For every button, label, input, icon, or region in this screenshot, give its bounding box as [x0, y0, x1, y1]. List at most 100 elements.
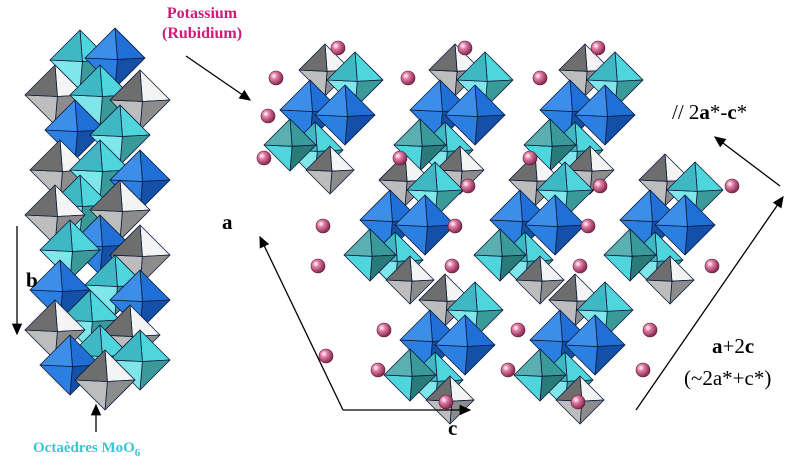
potassium-atom: [376, 322, 392, 338]
octahedron-face: [343, 228, 373, 257]
octahedra-layer-projection: [263, 43, 724, 425]
potassium-atom: [522, 150, 538, 166]
axis-b-label: b: [26, 268, 38, 292]
octahedron-face: [109, 149, 143, 182]
octahedron-face: [84, 27, 118, 60]
octahedron-face: [564, 314, 598, 347]
potassium-atom: [704, 258, 720, 274]
octahedra-label-subscript: 6: [134, 447, 141, 459]
potassium-atom: [460, 178, 476, 194]
octahedron-face: [109, 269, 143, 302]
potassium-atom: [268, 70, 284, 86]
octahedron-face: [89, 104, 123, 137]
octahedron-face: [515, 279, 543, 305]
reciprocal-direction-arrow: [713, 136, 781, 187]
octahedron-face: [99, 304, 133, 337]
octahedron-face: [385, 255, 413, 282]
potassium-atom: [500, 362, 516, 378]
octahedron-face: [536, 161, 568, 192]
octahedron-face: [603, 254, 633, 282]
direction-label-bottom-2: (~2a*+c*): [684, 366, 772, 390]
octahedron-face: [24, 299, 58, 332]
octahedron-face: [69, 139, 103, 172]
octahedron-face: [139, 99, 171, 131]
octahedron-face: [524, 194, 558, 227]
octahedron-face: [484, 51, 514, 82]
potassium-atom: [510, 322, 526, 338]
octahedron-face: [49, 29, 83, 62]
octahedron-face: [109, 69, 143, 102]
direction-label-bottom-1: a+2c: [712, 336, 754, 357]
octahedron-face: [383, 348, 413, 377]
octahedron-face: [139, 69, 171, 102]
octahedron-face: [263, 118, 293, 147]
octahedron-face: [474, 281, 504, 312]
octahedron-face: [473, 254, 503, 282]
potassium-atom: [642, 322, 658, 338]
octahedron-face: [279, 79, 313, 112]
potassium-atom: [310, 258, 326, 274]
potassium-atom: [580, 218, 596, 234]
octahedron-face: [565, 145, 593, 172]
octahedron-face: [558, 43, 588, 72]
octahedron-face: [513, 348, 543, 377]
octahedron-face: [399, 309, 433, 342]
octahedron-face: [74, 379, 108, 411]
octahedron-face: [645, 279, 673, 305]
octahedron-face: [29, 259, 63, 292]
octahedron-face: [489, 189, 523, 222]
octahedra-label: Octaèdres MoO6: [33, 441, 140, 459]
octahedron-face: [326, 51, 358, 82]
octahedron-face: [139, 269, 171, 302]
a-plus-2c-arrow: [635, 195, 784, 411]
octahedron-face: [576, 281, 608, 312]
octahedron-face: [529, 309, 563, 342]
potassium-label: Potassium (Rubidium): [162, 6, 242, 42]
octahedron-face: [554, 224, 586, 256]
octahedron-face: [39, 334, 73, 367]
octahedron-face: [383, 374, 413, 402]
octahedron-face: [39, 219, 73, 252]
potassium-label-line1: Potassium: [166, 5, 238, 22]
octahedron-face: [305, 169, 333, 195]
octahedron-face: [104, 379, 136, 411]
octahedron-face: [548, 273, 578, 302]
potassium-atom: [572, 258, 588, 274]
potassium-atom: [330, 40, 346, 56]
octahedron-face: [409, 79, 443, 112]
potassium-atom: [532, 70, 548, 86]
octahedron-face: [515, 255, 543, 282]
octahedron-face: [74, 349, 108, 382]
octahedra-chain-side-view: [24, 27, 171, 411]
octahedron-face: [444, 84, 478, 117]
potassium-label-line2: (Rubidium): [162, 25, 243, 42]
octahedron-face: [344, 114, 376, 146]
octahedron-face: [109, 224, 143, 257]
octahedron-face: [139, 359, 171, 391]
dir-top-mid: *-: [709, 100, 728, 124]
octahedron-face: [305, 145, 333, 172]
octahedron-face: [428, 43, 458, 72]
octahedron-face: [406, 161, 438, 192]
dir-bottom-mid: +2: [722, 334, 745, 358]
octahedron-face: [446, 281, 478, 312]
octahedron-face: [594, 344, 626, 376]
potassium-atom: [260, 108, 276, 124]
potassium-atom: [447, 218, 463, 234]
octahedron-face: [84, 254, 118, 287]
octahedron-face: [684, 224, 716, 256]
octahedron-face: [435, 145, 463, 172]
octahedron-face: [44, 99, 78, 132]
octahedron-face: [139, 149, 171, 182]
axis-c-label: c: [448, 416, 458, 440]
octahedron-face: [385, 279, 413, 305]
potassium-atom: [570, 394, 586, 410]
octahedron-face: [24, 64, 58, 97]
octahedron-face: [539, 79, 573, 112]
potassium-atom: [457, 40, 473, 56]
octahedron-face: [89, 179, 123, 212]
octahedron-face: [603, 228, 633, 257]
octahedron-face: [586, 51, 618, 82]
